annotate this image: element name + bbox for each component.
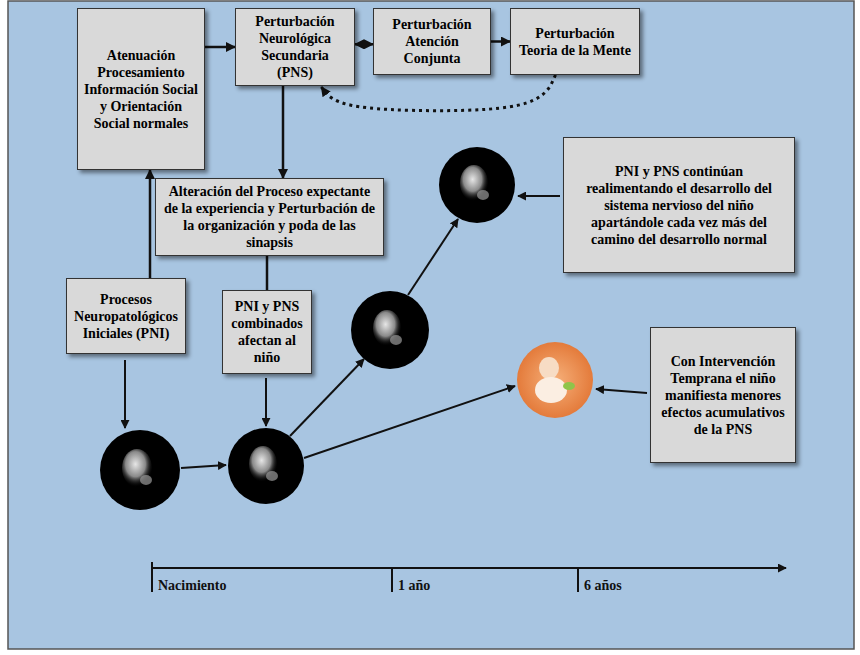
intervention-baby-circle xyxy=(517,342,593,418)
process-box: Perturbación Atención Conjunta xyxy=(373,8,491,75)
flow-arrow xyxy=(149,170,152,278)
flow-arrow xyxy=(205,46,235,49)
process-box: Procesos Neuropatológicos Iniciales (PNI… xyxy=(66,278,186,354)
background-panel xyxy=(8,1,854,649)
box-text: Perturbación Atención Conjunta xyxy=(380,16,484,67)
box-text: Alteración del Proceso expectante de la … xyxy=(162,183,377,251)
process-box: PNI y PNS combinados afectan al niño xyxy=(222,290,312,374)
box-text: PNI y PNS combinados afectan al niño xyxy=(229,298,305,366)
box-text: Con Intervención Temprana el niño manifi… xyxy=(657,353,789,438)
timeline-label: 1 año xyxy=(398,577,430,594)
process-box: Atenuación Procesamiento Información Soc… xyxy=(77,8,205,170)
baby-circle xyxy=(439,147,515,223)
box-text: Perturbación Teoria de la Mente xyxy=(517,25,633,59)
flow-arrow xyxy=(266,256,269,290)
box-text: Atenuación Procesamiento Información Soc… xyxy=(84,47,198,132)
process-box: Con Intervención Temprana el niño manifi… xyxy=(650,327,796,463)
process-box: Perturbación Neurológica Secundaria (PNS… xyxy=(235,8,355,86)
box-text: Perturbación Neurológica Secundaria (PNS… xyxy=(242,13,348,81)
timeline-label: 6 años xyxy=(584,577,622,594)
flow-arrow xyxy=(355,43,373,46)
box-text: Procesos Neuropatológicos Iniciales (PNI… xyxy=(73,291,179,342)
process-box: Perturbación Teoria de la Mente xyxy=(510,8,640,75)
box-text: PNI y PNS continúan realimentando el des… xyxy=(570,163,788,248)
flow-arrow xyxy=(491,40,510,43)
timeline-label: Nacimiento xyxy=(158,577,226,594)
baby-circle xyxy=(100,430,180,510)
flow-arrow xyxy=(282,86,285,178)
feedback-arrow xyxy=(321,75,555,111)
baby-circle xyxy=(351,291,429,369)
process-box: Alteración del Proceso expectante de la … xyxy=(155,178,384,256)
process-box: PNI y PNS continúan realimentando el des… xyxy=(563,137,795,273)
baby-circle xyxy=(228,428,304,504)
timeline-axis xyxy=(152,562,786,592)
